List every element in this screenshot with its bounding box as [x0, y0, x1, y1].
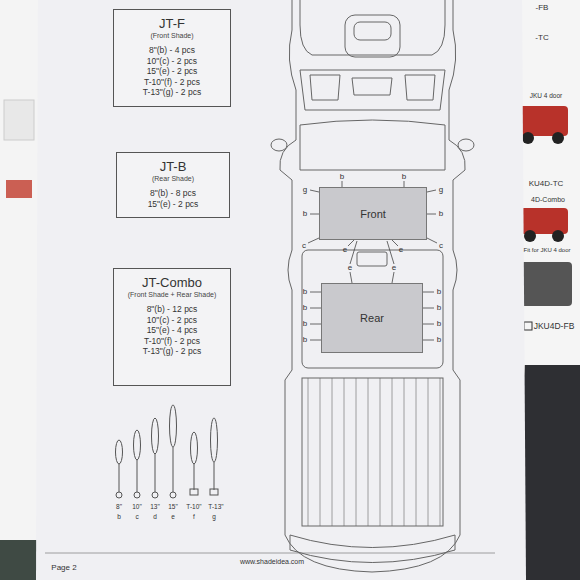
parts-line: 10"(c) - 2 pcs: [120, 56, 224, 67]
shade-panel: Front: [319, 187, 427, 240]
strap-letter: e: [343, 246, 347, 254]
box-heading: Front: [360, 208, 386, 220]
parts-line: 10"(c) - 2 pcs: [120, 315, 224, 326]
kit-box: JT-F(Front Shade) 8"(b) - 4 pcs10"(c) - 2…: [113, 9, 231, 107]
kit-box: JT-Combo(Front Shade + Rear Shade) 8"(b) …: [113, 268, 231, 386]
parts-line: T-13"(g) - 2 pcs: [120, 87, 224, 98]
strap-letter: e: [399, 246, 403, 254]
kit-box: JT-B(Rear Shade) 8"(b) - 8 pcs15"(e) - 2 …: [116, 152, 230, 218]
strap-letter: c: [439, 242, 443, 250]
strap-letter: b: [303, 336, 307, 344]
other-page-text: Fit for JKU 4 door: [523, 247, 570, 253]
other-page-text: -TC: [535, 34, 548, 42]
strap-letter: b: [303, 210, 307, 218]
cord-length: T-13": [208, 504, 223, 511]
cord-length: 15": [168, 504, 178, 511]
strap-letter: e: [392, 264, 396, 272]
cord-letter: d: [153, 514, 157, 521]
cord-letter: b: [117, 514, 121, 521]
other-page-text: 4D-Combo: [531, 196, 565, 203]
parts-line: 15"(e) - 4 pcs: [120, 325, 224, 336]
parts-line: 15"(e) - 2 pcs: [123, 199, 223, 210]
website: www.shadeidea.com: [240, 558, 304, 565]
other-page-text: KU4D-TC: [529, 180, 564, 188]
strap-letter: g: [303, 186, 307, 194]
strap-letter: b: [437, 304, 441, 312]
strap-letter: b: [303, 288, 307, 296]
cord-letter: f: [193, 514, 195, 521]
strap-letter: b: [303, 304, 307, 312]
cord-length: T-10": [186, 504, 201, 511]
cord-letter: g: [212, 514, 216, 521]
parts-line: 8"(b) - 4 pcs: [120, 45, 224, 56]
cord-length: 13": [150, 504, 160, 511]
strap-letter: c: [302, 242, 306, 250]
page-number: Page 2: [51, 564, 76, 572]
strap-letter: e: [348, 264, 352, 272]
parts-line: T-10"(f) - 2 pcs: [120, 336, 224, 347]
strap-letter: b: [437, 336, 441, 344]
strap-letter: g: [439, 186, 443, 194]
parts-line: T-13"(g) - 2 pcs: [120, 346, 224, 357]
box-heading: JT-Combo: [120, 275, 224, 290]
parts-line: 8"(b) - 8 pcs: [123, 188, 223, 199]
parts-line: 8"(b) - 12 pcs: [120, 304, 224, 315]
other-page-text: JKU 4 door: [530, 93, 563, 100]
strap-letter: b: [439, 210, 443, 218]
cord-length: 10": [132, 504, 142, 511]
box-subtitle: (Front Shade + Rear Shade): [120, 290, 224, 299]
box-heading: Rear: [360, 312, 384, 324]
box-subtitle: (Front Shade): [120, 31, 224, 40]
cord-letter: e: [171, 514, 175, 521]
strap-letter: b: [437, 320, 441, 328]
box-heading: JT-F: [120, 16, 224, 31]
strap-letter: b: [303, 320, 307, 328]
strap-letter: b: [340, 173, 344, 181]
parts-line: 15"(e) - 2 pcs: [120, 66, 224, 77]
other-page-text: JKU4D-FB: [534, 322, 575, 331]
parts-line: T-10"(f) - 2 pcs: [120, 77, 224, 88]
box-heading: JT-B: [123, 159, 223, 174]
shade-panel: Rear: [321, 283, 423, 353]
box-subtitle: (Rear Shade): [123, 174, 223, 183]
cord-length: 8": [116, 504, 122, 511]
strap-letter: b: [437, 288, 441, 296]
other-page-text: -FB: [536, 4, 549, 12]
strap-letter: b: [402, 173, 406, 181]
cord-letter: c: [135, 514, 138, 521]
